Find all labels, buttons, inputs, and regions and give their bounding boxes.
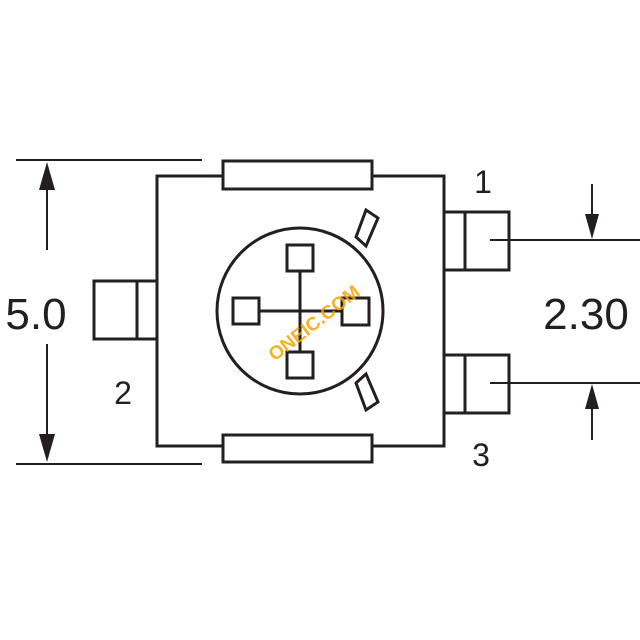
pin-2-label: 2 (114, 375, 132, 411)
cross-square-bottom (285, 350, 315, 380)
pitch-dimension: 2.30 (490, 184, 640, 440)
pitch-arrow-bottom (585, 384, 599, 409)
pin-2-tab (92, 279, 159, 341)
pin-3-label: 3 (472, 437, 490, 473)
pin-2-terminal (92, 279, 159, 341)
height-dimension: 5.0 (5, 159, 202, 465)
cross-square-top (285, 243, 315, 273)
pitch-arrow-top (585, 214, 599, 239)
pitch-label: 2.30 (543, 290, 629, 339)
rotor-tab-upper (354, 207, 380, 249)
adjustment-cross (231, 243, 371, 380)
bottom-pad (221, 433, 374, 464)
rotor-tab-lower (354, 371, 380, 413)
height-arrow-top (39, 162, 55, 190)
component-body (155, 174, 446, 448)
top-pad (221, 159, 374, 191)
height-arrow-bottom (39, 434, 55, 462)
cross-square-right (340, 296, 371, 327)
cross-square-left (231, 296, 261, 326)
height-label: 5.0 (5, 290, 66, 339)
pin-1-label: 1 (474, 164, 492, 200)
